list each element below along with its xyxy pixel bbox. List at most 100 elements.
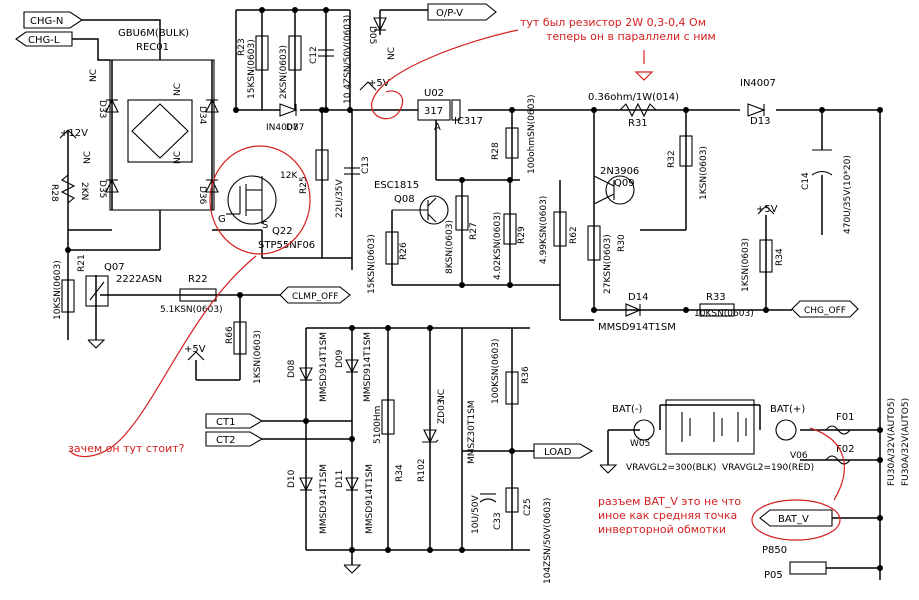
d87-diode: IN4007 D87 xyxy=(266,103,304,133)
c14-capacitor: C14 470U/35V(10*20) xyxy=(801,149,853,234)
r36-value: 100KSN(0603) xyxy=(491,339,501,404)
port-op-v: O/P-V xyxy=(427,3,497,21)
top-resistors: R23 15KSN(0603) 2KSN(0603) C12 10 4ZSN/5… xyxy=(237,15,397,104)
r23-label: R23 xyxy=(237,38,247,56)
c13-value: 22U/35V xyxy=(335,178,345,218)
r33-label: R33 xyxy=(706,292,726,303)
u02-adj-label: A xyxy=(434,122,441,133)
d10-label: D10 xyxy=(287,469,297,488)
d13-label: D13 xyxy=(750,116,770,127)
w05-label: W05 xyxy=(630,439,650,449)
d09-label: D09 xyxy=(335,349,345,368)
f02-label: F02 xyxy=(836,444,854,455)
nc-label-3: NC xyxy=(173,151,183,164)
r62-label: R62 xyxy=(569,226,579,244)
d05-label: D05 xyxy=(367,26,377,44)
note-resistor-line2: теперь он в параллели с ним xyxy=(546,30,716,43)
fuse1-value: FU30A/32V(AUTO5) xyxy=(887,398,897,486)
r102-label: R102 xyxy=(417,459,427,482)
r36-label: R36 xyxy=(521,366,531,384)
c25-label: C25 xyxy=(523,498,533,516)
port-ct1: CT1 xyxy=(205,413,264,429)
bat-neg-label: BAT(-) xyxy=(612,404,643,415)
port-chg-off-label: CHG_OFF xyxy=(804,306,846,316)
r28-value: 100ohmSN(0603) xyxy=(527,94,537,174)
r30-value: 27KSN(0603) xyxy=(603,234,613,294)
port-op-v-label: O/P-V xyxy=(436,8,463,19)
r32-value: 1KSN(0603) xyxy=(699,146,709,200)
d08-label: D08 xyxy=(287,359,297,378)
port-bat-v-label: BAT_V xyxy=(778,514,809,525)
load-section: 5100Hm R34 ZD03 NC R102 MMSZ30T1SM 100KS… xyxy=(343,339,618,584)
d10-value: MMSD914T1SM xyxy=(319,464,329,534)
c13-label: C13 xyxy=(361,156,371,174)
r34x-pullup: +5V 1KSN(0603) R34 xyxy=(741,204,785,292)
d35-label: D35 xyxy=(97,180,107,198)
wires xyxy=(67,9,881,580)
fuses: F01 F02 FU30A/32V(AUTO5) FU30A/32V(AUTO5… xyxy=(825,398,911,486)
r30-label: R30 xyxy=(617,234,627,252)
r33-value: 10KSN(0603) xyxy=(694,309,754,319)
rec-ref: REC01 xyxy=(136,42,169,53)
d13-value: IN4007 xyxy=(740,78,776,89)
port-clmp-off-label: CLMP_OFF xyxy=(292,292,338,302)
port-chg-n-label: CHG-N xyxy=(30,16,63,27)
zd03-label: ZD03 xyxy=(437,399,447,424)
port-bat-v: BAT_V xyxy=(759,509,833,527)
r20-label: R28 xyxy=(49,184,59,202)
port-load: LOAD xyxy=(533,443,594,459)
c33-value: 10U/50V xyxy=(471,494,481,534)
rec-value: GBU6M(BULK) xyxy=(118,28,189,39)
u02-value: 317 xyxy=(424,106,443,117)
nc-label-4: NC xyxy=(83,151,93,164)
r62-value: 4.99KSN(0603) xyxy=(539,196,549,264)
q08-value: ESC1815 xyxy=(374,180,419,191)
ct-diodes: D08 D09 D10 D11 MMSD914T1SM MMSD914T1SM … xyxy=(287,332,375,534)
r31-shunt: 0.36ohm/1W(014) R31 xyxy=(588,92,679,129)
r29-value: 4.02KSN(0603) xyxy=(493,212,503,280)
note-batv-line1: разъем BAT_V это не что xyxy=(598,495,741,508)
r27-value: 8KSN(0603) xyxy=(445,220,455,274)
r66-label: R66 xyxy=(225,326,235,344)
p05-label: P05 xyxy=(764,570,783,581)
r32-label: R32 xyxy=(667,150,677,168)
d09-value: MMSD914T1SM xyxy=(363,332,373,402)
d33-label: D33 xyxy=(97,100,107,118)
r102-value: MMSZ30T1SM xyxy=(467,400,477,464)
port-load-label: LOAD xyxy=(544,447,572,458)
p850-label: P850 xyxy=(762,545,787,556)
r26-label: R26 xyxy=(399,242,409,260)
vblk-label: VRAVGL2=300(BLK) xyxy=(626,463,716,473)
r24-value: 2KSN(0603) xyxy=(279,45,289,99)
q09-value: 2N3906 xyxy=(600,166,639,177)
note-why: зачем он тут стоит? xyxy=(68,442,185,455)
q08-label: Q08 xyxy=(394,194,415,205)
u02-label: U02 xyxy=(424,88,444,99)
r21-value: 10KSN(0603) xyxy=(53,260,63,320)
d11-value: MMSD914T1SM xyxy=(365,464,375,534)
d14-label: D14 xyxy=(628,292,648,303)
r27-label: R27 xyxy=(469,222,479,240)
q09-label: Q09 xyxy=(614,178,635,189)
d14-value: MMSD914T1SM xyxy=(598,322,676,333)
port-chg-n: CHG-N xyxy=(23,11,83,29)
battery: BAT(-) BAT(+) W05 V06 VRAVGL2=300(BLK) V… xyxy=(612,399,814,473)
c25-value: 104ZSN/50V(0603) xyxy=(543,498,553,584)
port-chg-l: CHG-L xyxy=(15,31,73,47)
c14-label: C14 xyxy=(801,172,811,190)
q22-source-label: S xyxy=(262,220,268,231)
r22-value: 5.1KSN(0603) xyxy=(160,305,223,315)
plus5v-label-b: +5V xyxy=(756,204,778,215)
r34-label: R34 xyxy=(395,464,405,482)
r20-value: 2KN xyxy=(79,182,89,200)
r34-value: 5100Hm xyxy=(373,406,383,444)
d14-r33: D14 MMSD914T1SM R33 10KSN(0603) xyxy=(598,292,754,333)
r34x-label: R34 xyxy=(775,248,785,266)
d36-label: D36 xyxy=(197,186,207,205)
r25-c13: R25 22U/35V C13 xyxy=(299,149,371,218)
c12-label: C12 xyxy=(309,46,319,64)
r21-label: R21 xyxy=(77,254,87,272)
port-chg-l-label: CHG-L xyxy=(28,35,60,46)
c12-value: 10 4ZSN/50V(0603) xyxy=(343,15,353,104)
